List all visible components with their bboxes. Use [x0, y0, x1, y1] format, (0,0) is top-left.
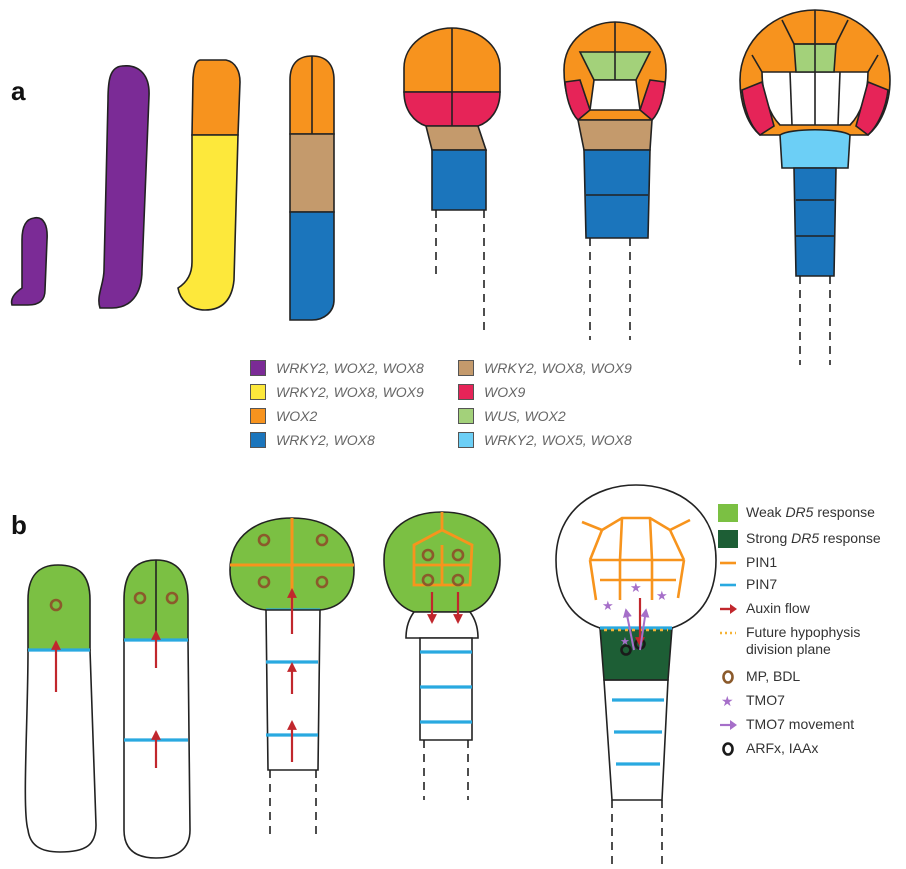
- legend-a-swatch: [250, 432, 266, 448]
- legend-a-swatch: [458, 408, 474, 424]
- b5-suspensor: [604, 680, 668, 800]
- legend-b-label: ARFx, IAAx: [746, 740, 818, 757]
- panel-a-label: a: [11, 76, 25, 107]
- legend-a-swatch: [458, 360, 474, 376]
- legend-a-label: WOX9: [484, 384, 525, 400]
- svg-text:★: ★: [620, 635, 630, 648]
- elongated-zygote-stage: [99, 66, 149, 308]
- legend-a-label: WRKY2, WOX8, WOX9: [276, 384, 424, 400]
- two-cell-basal: [178, 135, 238, 310]
- legend-b-label: PIN1: [746, 554, 777, 571]
- legend-a-row: WRKY2, WOX8, WOX9: [458, 358, 632, 378]
- legend-a-row: WRKY2, WOX2, WOX8: [250, 358, 424, 378]
- legend-a-row: WOX9: [458, 382, 525, 402]
- dermatogen-suspensor: [584, 150, 650, 238]
- legend-b-label: TMO7 movement: [746, 716, 854, 733]
- globular-lightblue: [780, 130, 850, 168]
- quadrant-proembryo-base: [290, 212, 334, 320]
- legend-b-label: Weak DR5 response: [746, 504, 875, 521]
- legend-panel-b: Weak DR5 response Strong DR5 response PI…: [718, 502, 904, 772]
- legend-a-label: WRKY2, WOX5, WOX8: [484, 432, 632, 448]
- legend-a-row: WRKY2, WOX8, WOX9: [250, 382, 424, 402]
- svg-text:★: ★: [602, 599, 614, 614]
- mp-bdl-ring-icon: [718, 668, 738, 686]
- pin1-line-icon: [718, 554, 738, 572]
- legend-b-auxin: Auxin flow: [718, 600, 810, 618]
- legend-b-arfx: ARFx, IAAx: [718, 740, 818, 758]
- dermatogen-tan: [578, 120, 652, 150]
- dermatogen-white-center: [590, 80, 640, 110]
- tmo7-star-icon: ★: [718, 692, 738, 710]
- dotted-line-icon: [718, 624, 738, 642]
- b5-globular: [556, 485, 716, 628]
- weak-dr5-swatch: [718, 504, 738, 522]
- legend-b-pin1: PIN1: [718, 554, 777, 572]
- legend-b-label: Strong DR5 response: [746, 530, 881, 547]
- legend-b-mpbdl: MP, BDL: [718, 668, 800, 686]
- legend-a-row: WRKY2, WOX5, WOX8: [458, 430, 632, 450]
- globular-suspensor: [794, 168, 836, 276]
- legend-b-weak: Weak DR5 response: [718, 504, 875, 522]
- tmo7-arrow-icon: [718, 716, 738, 734]
- legend-b-pin7: PIN7: [718, 576, 777, 594]
- legend-a-swatch: [250, 360, 266, 376]
- legend-a-label: WUS, WOX2: [484, 408, 566, 424]
- legend-a-swatch: [458, 384, 474, 400]
- svg-text:★: ★: [656, 589, 668, 604]
- strong-dr5-swatch: [718, 530, 738, 548]
- two-cell-apical: [192, 60, 240, 135]
- octant-suspensor-upper: [432, 150, 486, 210]
- svg-text:★: ★: [630, 581, 642, 596]
- arfx-ring-icon: [718, 740, 738, 758]
- legend-a-row: WUS, WOX2: [458, 406, 566, 426]
- panel-b-embryos: ★ ★ ★ ★: [25, 485, 716, 865]
- legend-a-label: WRKY2, WOX2, WOX8: [276, 360, 424, 376]
- auxin-arrow-icon: [718, 600, 738, 618]
- legend-a-row: WOX2: [250, 406, 317, 426]
- legend-b-label: Auxin flow: [746, 600, 810, 617]
- legend-a-row: WRKY2, WOX8: [250, 430, 375, 450]
- panel-b-label: b: [11, 510, 27, 541]
- legend-b-strong: Strong DR5 response: [718, 530, 881, 548]
- legend-b-label: MP, BDL: [746, 668, 800, 685]
- panel-a-embryos: [12, 10, 890, 365]
- b4-hypophysis-region: [406, 612, 478, 638]
- legend-b-tmo7move: TMO7 movement: [718, 716, 854, 734]
- svg-text:★: ★: [721, 694, 734, 710]
- zygote-stage: [12, 218, 48, 305]
- legend-a-label: WOX2: [276, 408, 317, 424]
- legend-panel-a: WRKY2, WOX2, WOX8 WRKY2, WOX8, WOX9 WOX2…: [250, 358, 650, 458]
- octant-hypophysis-zone: [426, 126, 486, 150]
- quadrant-proembryo-mid: [290, 134, 334, 212]
- legend-b-tmo7: ★ TMO7: [718, 692, 785, 710]
- legend-a-label: WRKY2, WOX8: [276, 432, 375, 448]
- b1-basal-cell: [25, 650, 96, 852]
- legend-a-swatch: [458, 432, 474, 448]
- legend-a-label: WRKY2, WOX8, WOX9: [484, 360, 632, 376]
- pin7-line-icon: [718, 576, 738, 594]
- legend-b-label: PIN7: [746, 576, 777, 593]
- legend-a-swatch: [250, 408, 266, 424]
- legend-b-label: TMO7: [746, 692, 785, 709]
- legend-a-swatch: [250, 384, 266, 400]
